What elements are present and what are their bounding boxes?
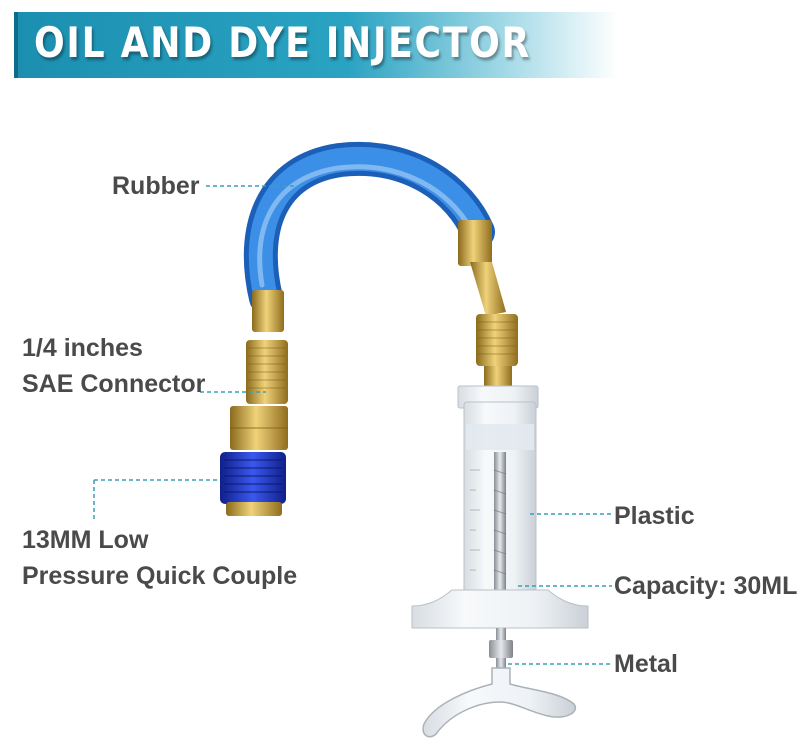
label-metal: Metal xyxy=(614,650,678,678)
label-capacity: Capacity: 30ML xyxy=(614,572,798,600)
label-plastic: Plastic xyxy=(614,502,695,530)
label-rubber: Rubber xyxy=(112,172,200,200)
syringe-barrel xyxy=(411,385,589,629)
label-sae-line1: 1/4 inches xyxy=(22,334,143,362)
leader-lines xyxy=(93,185,612,665)
right-brass-fitting xyxy=(458,220,518,386)
plunger xyxy=(422,628,577,738)
label-sae-line2: SAE Connector xyxy=(22,370,206,398)
quick-coupler xyxy=(220,452,286,516)
label-coupler-line1: 13MM Low xyxy=(22,526,149,554)
label-coupler-line2: Pressure Quick Couple xyxy=(22,562,298,590)
title-banner: OIL AND DYE INJECTOR xyxy=(14,12,618,78)
left-brass-fitting xyxy=(230,290,288,450)
page-title: OIL AND DYE INJECTOR xyxy=(34,18,532,67)
rubber-hose xyxy=(243,141,495,315)
